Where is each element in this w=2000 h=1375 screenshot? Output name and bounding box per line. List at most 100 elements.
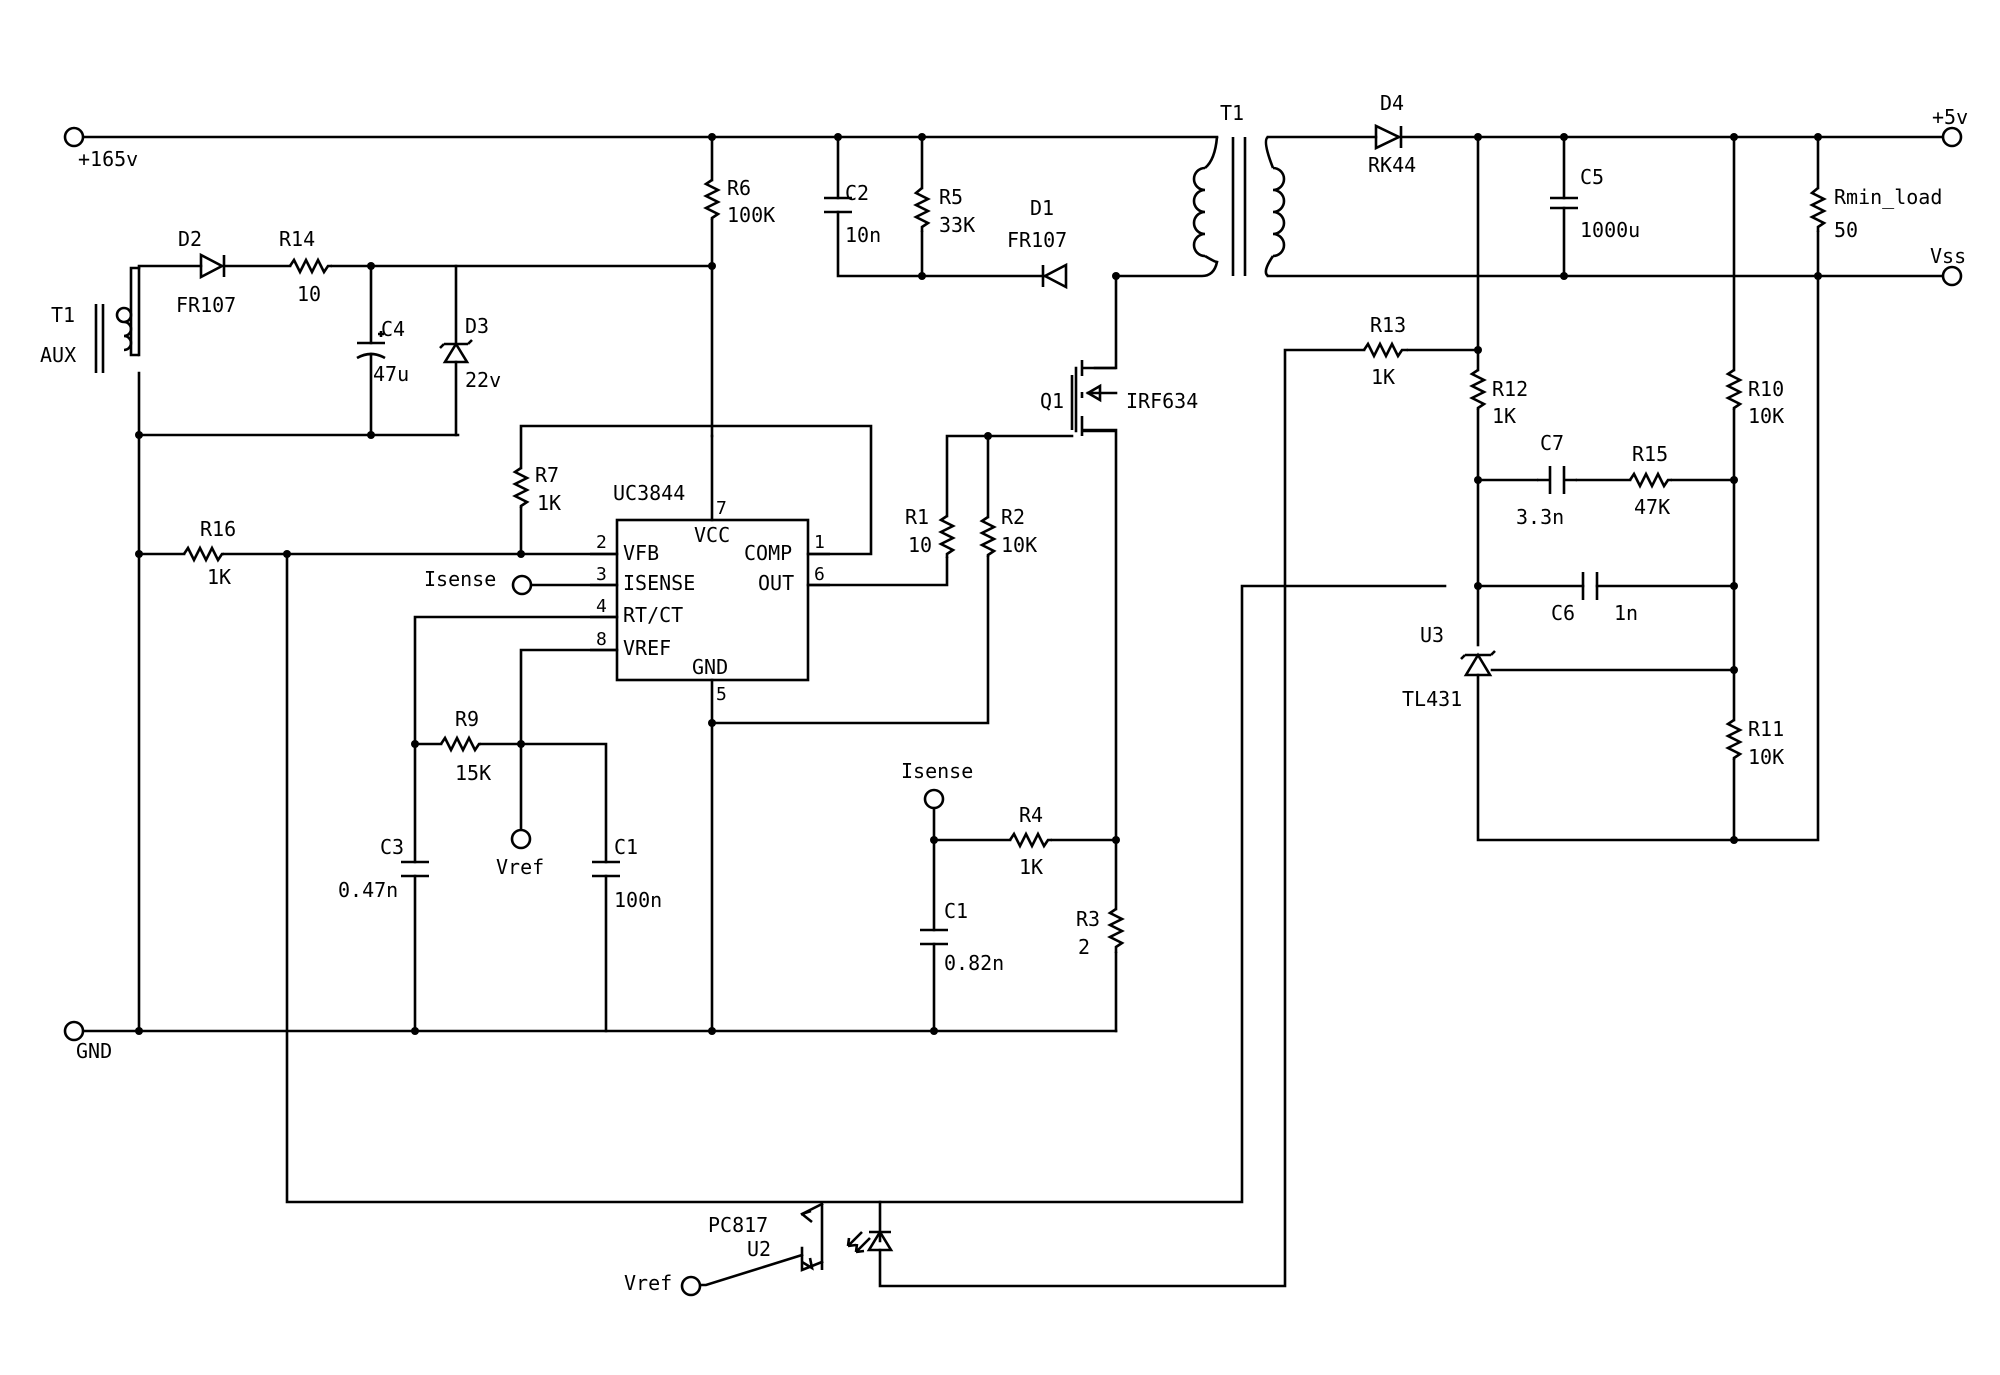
capacitor-c3 xyxy=(401,860,429,878)
diode-d2 xyxy=(199,252,226,280)
value-c7: 3.3n xyxy=(1516,505,1564,529)
value-q1: IRF634 xyxy=(1126,389,1198,413)
labels: +165v GND +5v Vss Isense Isense Vref Vre… xyxy=(40,91,1968,1295)
resistor-r4 xyxy=(1008,831,1052,849)
capacitor-c1-timing xyxy=(592,860,620,878)
ic-label-out: OUT xyxy=(758,571,794,595)
net-label-vref-opto: Vref xyxy=(624,1271,672,1295)
ic-label-vcc: VCC xyxy=(694,523,730,547)
value-r12: 1K xyxy=(1492,404,1516,428)
ic-pin-8: 8 xyxy=(596,629,607,650)
ref-r9: R9 xyxy=(455,707,479,731)
diode-d4 xyxy=(1374,123,1403,151)
terminal-5v[interactable] xyxy=(1941,126,1963,148)
resistor-r15 xyxy=(1628,471,1672,489)
ref-d1: D1 xyxy=(1030,196,1054,220)
capacitor-c7 xyxy=(1537,466,1577,494)
ref-d2: D2 xyxy=(178,227,202,251)
ic-label-gnd: GND xyxy=(692,655,728,679)
ref-u3: U3 xyxy=(1420,623,1444,647)
value-d1: FR107 xyxy=(1007,228,1067,252)
resistor-r7 xyxy=(512,466,530,508)
ref-u2: U2 xyxy=(747,1237,771,1261)
terminal-isense-ic[interactable] xyxy=(511,574,533,596)
value-r13: 1K xyxy=(1371,365,1395,389)
ic-label-vref: VREF xyxy=(623,636,671,660)
ic-label-rtct: RT/CT xyxy=(623,603,683,627)
value-d2: FR107 xyxy=(176,293,236,317)
junctions xyxy=(135,133,1822,1035)
resistor-r3 xyxy=(1107,907,1125,953)
wires xyxy=(79,135,1947,1288)
capacitor-c2 xyxy=(824,196,852,214)
ic-label-vfb: VFB xyxy=(623,541,659,565)
ref-d3: D3 xyxy=(465,314,489,338)
optocoupler-u2 xyxy=(801,1204,894,1271)
value-r9: 15K xyxy=(455,761,491,785)
net-label-165v: +165v xyxy=(78,147,138,171)
net-label-vref-rt: Vref xyxy=(496,855,544,879)
ic-pin-2: 2 xyxy=(596,532,607,553)
resistor-r9 xyxy=(439,735,481,753)
ref-rmin-load: Rmin_load xyxy=(1834,185,1942,209)
ref-r11: R11 xyxy=(1748,717,1784,741)
terminal-vss[interactable] xyxy=(1941,265,1963,287)
value-rmin-load: 50 xyxy=(1834,218,1858,242)
ref-r10: R10 xyxy=(1748,377,1784,401)
ic-label-isense: ISENSE xyxy=(623,571,695,595)
ref-r7: R7 xyxy=(535,463,559,487)
value-c6: 1n xyxy=(1614,601,1638,625)
value-r6: 100K xyxy=(727,203,775,227)
transformer-t1-main xyxy=(1192,135,1286,278)
value-c1-timing: 100n xyxy=(614,888,662,912)
terminal-vref-opto[interactable] xyxy=(680,1275,702,1297)
ref-q1: Q1 xyxy=(1040,389,1064,413)
value-r1: 10 xyxy=(908,533,932,557)
net-label-5v: +5v xyxy=(1932,105,1968,129)
label-aux: AUX xyxy=(40,343,76,367)
ref-r13: R13 xyxy=(1370,313,1406,337)
value-r4: 1K xyxy=(1019,855,1043,879)
ref-c7: C7 xyxy=(1540,431,1564,455)
terminal-isense-sense[interactable] xyxy=(923,788,945,810)
value-c2: 10n xyxy=(845,223,881,247)
ref-c2: C2 xyxy=(845,181,869,205)
transformer-t1-aux xyxy=(94,266,139,373)
value-u3: TL431 xyxy=(1402,687,1462,711)
ic-pin-5: 5 xyxy=(716,684,727,705)
ic-pin-4: 4 xyxy=(596,596,607,617)
terminal-165v[interactable] xyxy=(63,126,85,148)
mosfet-q1 xyxy=(1070,360,1116,436)
ic-pin-1: 1 xyxy=(814,532,825,553)
ref-r1: R1 xyxy=(905,505,929,529)
value-d3: 22v xyxy=(465,368,501,392)
ic-pin-3: 3 xyxy=(596,564,607,585)
resistor-rmin-load xyxy=(1809,187,1827,232)
resistor-r13 xyxy=(1362,341,1408,359)
capacitor-c5 xyxy=(1550,196,1578,210)
resistor-r2 xyxy=(979,515,997,557)
value-c5: 1000u xyxy=(1580,218,1640,242)
value-r14: 10 xyxy=(297,282,321,306)
net-label-isense-sense: Isense xyxy=(901,759,973,783)
resistor-r5 xyxy=(913,187,931,232)
ic-label-comp: COMP xyxy=(744,541,792,565)
capacitor-c1-filter xyxy=(920,928,948,946)
value-c3: 0.47n xyxy=(338,878,398,902)
terminal-vref-rt[interactable] xyxy=(510,828,532,850)
ref-c6: C6 xyxy=(1551,601,1575,625)
value-r5: 33K xyxy=(939,213,975,237)
diode-d1 xyxy=(1041,262,1068,290)
value-r11: 10K xyxy=(1748,745,1784,769)
value-r10: 10K xyxy=(1748,404,1784,428)
ic-pin-7: 7 xyxy=(716,498,727,519)
ref-r3: R3 xyxy=(1076,907,1100,931)
resistor-r1 xyxy=(938,514,956,558)
shunt-regulator-u3 xyxy=(1460,650,1496,677)
resistor-r6 xyxy=(703,178,721,220)
net-label-vss: Vss xyxy=(1930,244,1966,268)
terminal-gnd[interactable] xyxy=(63,1020,85,1042)
value-d4: RK44 xyxy=(1368,153,1416,177)
zener-d3 xyxy=(439,339,473,364)
